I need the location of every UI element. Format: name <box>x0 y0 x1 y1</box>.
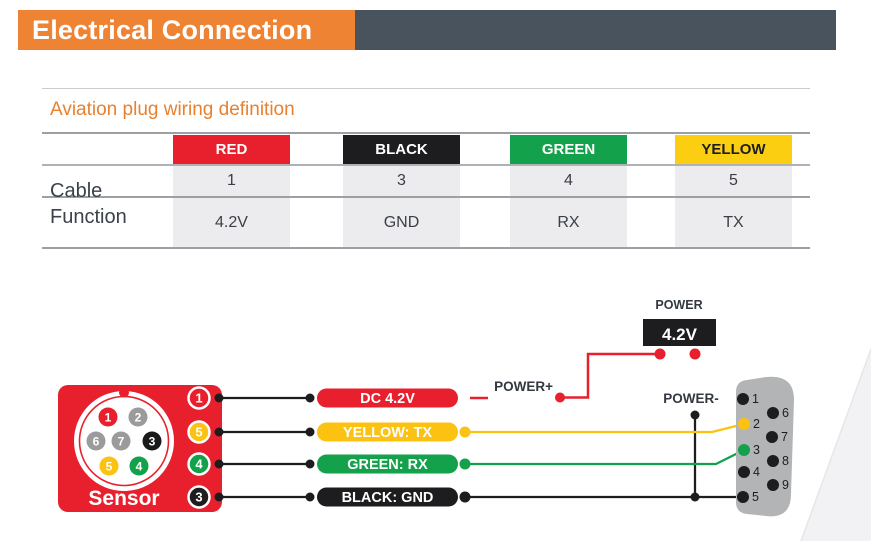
rx-wire <box>465 448 745 466</box>
side-label-1 <box>187 386 211 410</box>
wire-label-pills: DC 4.2V YELLOW: TX GREEN: RX BLACK: GND <box>317 388 458 507</box>
tx-pill-dot <box>459 426 471 438</box>
pin-number-cell: 4 <box>510 166 627 196</box>
db9-pin-4-label: 4 <box>753 465 760 479</box>
db9-pin-1-label: 1 <box>752 392 759 406</box>
wiring-diagram: 1 2 6 7 3 5 4 Sensor 1 5 4 3 <box>58 298 871 541</box>
function-cell: TX <box>675 198 792 247</box>
db9-pin-2-label: 2 <box>753 417 760 431</box>
side-label-3-text: 3 <box>195 490 202 505</box>
plug-pin-4-label: 4 <box>136 460 143 474</box>
corner-watermark-edge <box>800 348 871 541</box>
plug-pin-3 <box>142 431 162 451</box>
title-banner: Electrical Connection <box>18 10 355 50</box>
side-label-5 <box>187 420 211 444</box>
plug-pin-4 <box>129 456 149 476</box>
db9-pin-7 <box>766 431 778 443</box>
db9-pin-9-label: 9 <box>782 478 789 492</box>
function-cell: 4.2V <box>173 198 290 247</box>
plug-pin-1-label: 1 <box>105 411 112 425</box>
db9-body <box>736 376 794 517</box>
table-row-label: Cable Function <box>50 180 127 229</box>
db9-pin-6 <box>767 407 779 419</box>
plug-pin-6-label: 6 <box>93 435 100 449</box>
column-header-black: BLACK <box>343 135 460 164</box>
plug-pin-3-label: 3 <box>149 435 156 449</box>
table-rule-mid <box>42 196 810 198</box>
power-supply-box <box>643 319 716 346</box>
db9-pin-8-label: 8 <box>782 454 789 468</box>
function-cell: GND <box>343 198 460 247</box>
db9-pin-7-label: 7 <box>781 430 788 444</box>
side-label-4 <box>187 452 211 476</box>
plug-pin-7-label: 7 <box>118 435 125 449</box>
sensor-label: Sensor <box>88 487 159 510</box>
title-banner-extension <box>355 10 836 50</box>
plug-pin-5-label: 5 <box>106 460 113 474</box>
power-wire-pill-label: DC 4.2V <box>360 391 415 407</box>
db9-pin-2 <box>738 418 750 430</box>
sensor-side-labels: 1 5 4 3 <box>187 386 211 509</box>
plug-pin-7 <box>111 431 131 451</box>
power-wire-pill <box>317 388 458 408</box>
pin-number-cell: 5 <box>675 166 792 196</box>
power-supply-value: 4.2V <box>662 325 698 344</box>
side-label-5-text: 5 <box>195 425 202 440</box>
plug-face-pins: 1 2 6 7 3 5 4 <box>86 407 162 476</box>
pin-number-cell: 1 <box>173 166 290 196</box>
gnd-pill-dot <box>459 491 471 503</box>
table-rule-bottom <box>42 247 810 249</box>
power-plus-wire <box>560 352 660 399</box>
section-heading: Aviation plug wiring definition <box>50 99 295 120</box>
gnd-wire-pill <box>317 487 458 507</box>
tx-wire <box>465 422 745 434</box>
power-minus-label: POWER- <box>663 391 719 406</box>
tx-wire-pill <box>317 422 458 442</box>
rx-pill-dot <box>459 458 471 470</box>
column-header-green: GREEN <box>510 135 627 164</box>
gnd-wire-pill-label: BLACK: GND <box>342 490 434 506</box>
db9-pin-4 <box>738 466 750 478</box>
db9-pin-3-label: 3 <box>753 443 760 457</box>
power-plus-dot <box>555 392 565 403</box>
power-terminal-dot-right <box>689 348 701 360</box>
db9-pin-8 <box>767 455 779 467</box>
rx-wire-pill-label: GREEN: RX <box>347 457 428 473</box>
sensor-lead-wires <box>219 396 310 499</box>
table-rule-header <box>42 164 810 166</box>
function-cell: RX <box>510 198 627 247</box>
divider-top <box>42 88 810 89</box>
plug-pin-2-label: 2 <box>135 411 142 425</box>
db9-pin-9 <box>767 479 779 491</box>
rx-wire-pill <box>317 454 458 474</box>
power-terminal-dot-left <box>654 348 666 360</box>
plug-pin-2 <box>128 407 148 427</box>
db9-pin-5 <box>737 491 749 503</box>
plug-pin-6 <box>86 431 106 451</box>
side-label-1-text: 1 <box>195 391 202 406</box>
plug-pin-1 <box>98 407 118 427</box>
db9-pin-1 <box>737 393 749 405</box>
lead-junction-dots <box>214 393 315 502</box>
power-plus-label: POWER+ <box>494 379 553 394</box>
power-supply-label: POWER <box>655 298 702 312</box>
plug-pin-5 <box>99 456 119 476</box>
column-header-yellow: YELLOW <box>675 135 792 164</box>
db9-pins: 1 2 3 4 5 6 7 8 9 <box>737 392 789 504</box>
side-label-3 <box>187 485 211 509</box>
page-title: Electrical Connection <box>32 14 313 45</box>
power-minus-dot-top <box>690 410 700 420</box>
db9-pin-5-label: 5 <box>752 490 759 504</box>
table-rule-top <box>42 132 810 134</box>
column-header-red: RED <box>173 135 290 164</box>
db9-pin-3 <box>738 444 750 456</box>
side-label-4-text: 4 <box>195 457 203 472</box>
pin-number-cell: 3 <box>343 166 460 196</box>
plug-key-notch <box>119 387 129 398</box>
tx-wire-pill-label: YELLOW: TX <box>343 425 432 441</box>
db9-pin-6-label: 6 <box>782 406 789 420</box>
